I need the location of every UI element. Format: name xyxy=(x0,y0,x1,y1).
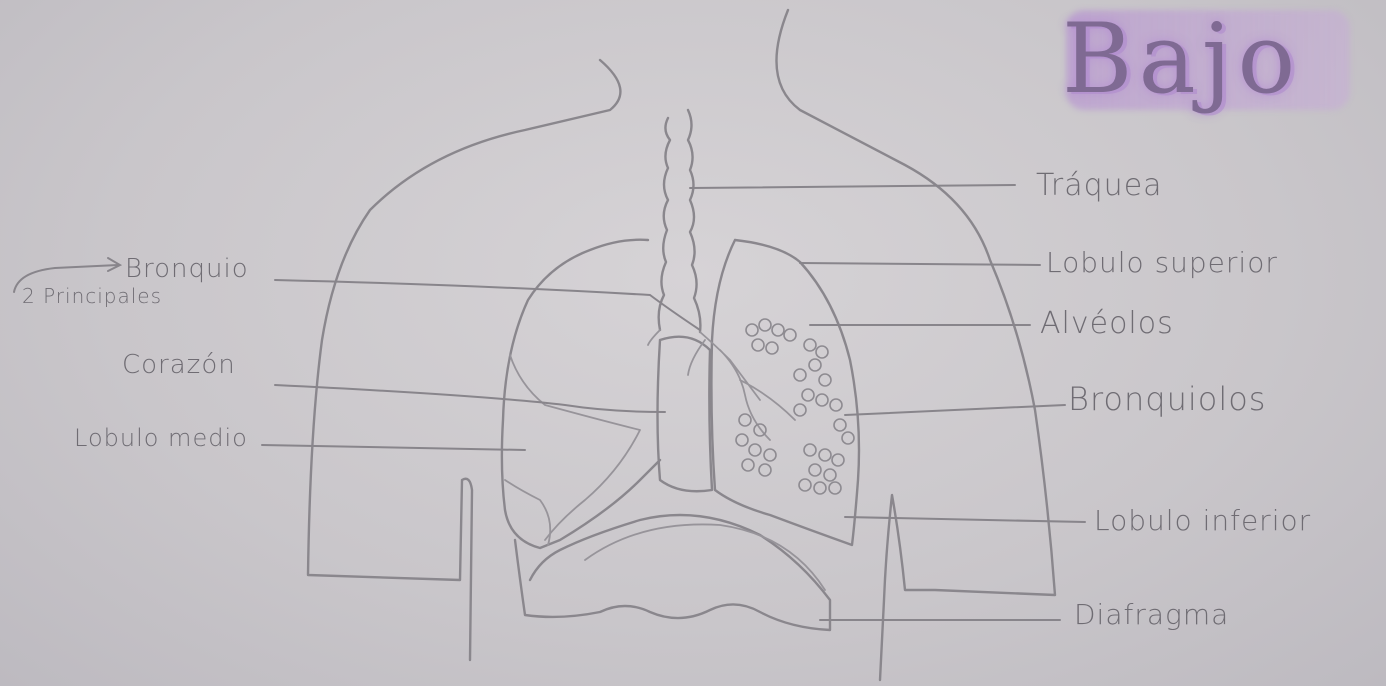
label-diafragma: Diafragma xyxy=(1074,598,1229,631)
label-lobulo-inferior: Lobulo inferior xyxy=(1094,504,1311,537)
lung-left-fissure xyxy=(510,355,640,540)
bronchi xyxy=(648,330,795,440)
label-principales: 2 Principales xyxy=(22,284,162,308)
trachea-left-wall xyxy=(659,118,670,330)
leader-traquea xyxy=(690,185,1015,188)
label-alveolos: Alvéolos xyxy=(1040,306,1174,341)
page-title: Bajo xyxy=(1062,4,1301,114)
diaphragm-outline xyxy=(515,515,830,630)
torso-outline xyxy=(308,60,620,660)
label-lobulo-superior: Lobulo superior xyxy=(1046,246,1278,279)
leader-bronquiolos xyxy=(845,405,1065,415)
leader-corazon xyxy=(275,385,665,412)
leader-lobulo-superior xyxy=(800,263,1040,265)
label-bronquiolos: Bronquiolos xyxy=(1068,380,1266,418)
label-bronquio: Bronquio xyxy=(125,254,249,284)
label-corazon: Corazón xyxy=(122,350,236,380)
leader-bronquio xyxy=(275,280,700,330)
heart-outline xyxy=(658,337,713,492)
label-lobulo-medio: Lobulo medio xyxy=(74,424,248,452)
alveoli-cluster xyxy=(736,319,854,494)
lung-left-edge xyxy=(505,480,550,545)
trachea-right-wall xyxy=(688,110,700,332)
label-traquea: Tráquea xyxy=(1036,168,1163,203)
lung-right-outline xyxy=(711,240,859,545)
lung-left-outline xyxy=(502,240,660,548)
leader-lobulo-medio xyxy=(262,445,525,450)
